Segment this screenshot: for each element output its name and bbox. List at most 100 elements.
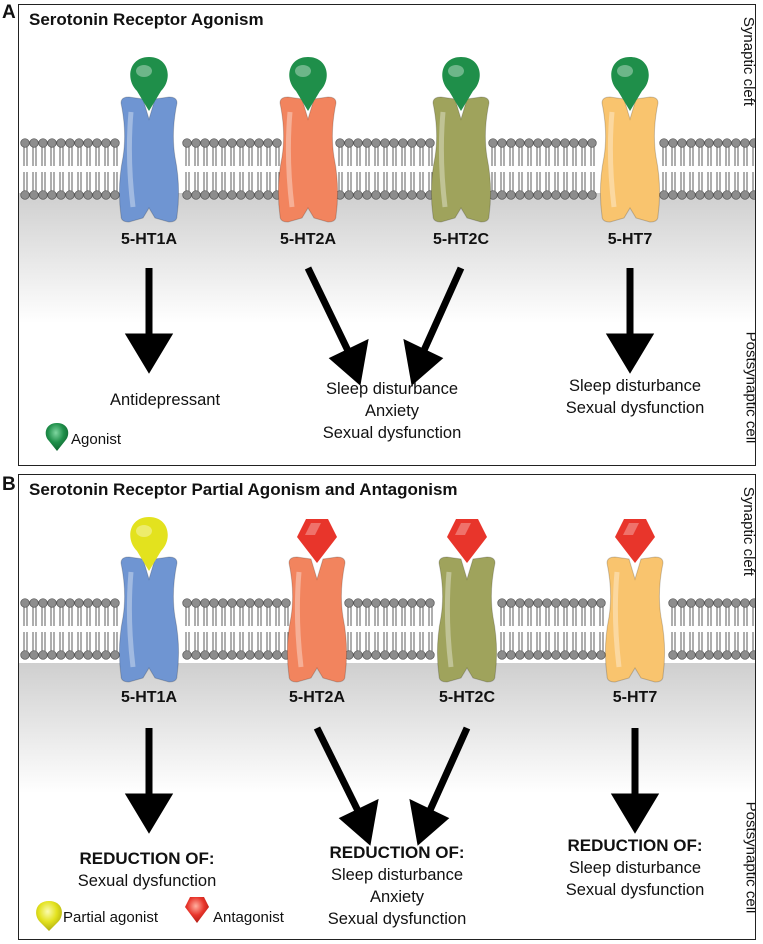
lipid-head [488,138,498,148]
lipid-head [578,650,588,660]
lipid-head [182,190,192,200]
lipid-head [389,598,399,608]
lipid-head [551,190,561,200]
lipid-head [335,138,345,148]
lipid-head [92,598,102,608]
lipid-head [245,598,255,608]
lipid-head [659,190,669,200]
lipid-head [263,598,273,608]
lipid-head [497,598,507,608]
lipid-head [74,650,84,660]
lipid-head [263,138,273,148]
lipid-head [272,650,282,660]
lipid-head [371,138,381,148]
lipid-head [686,138,696,148]
lipid-head [497,190,507,200]
lipid-head [569,190,579,200]
outcome-line: Anxiety [369,888,425,906]
lipid-head [506,190,516,200]
lipid-head [254,190,264,200]
lipid-head [371,650,381,660]
lipid-head [209,598,219,608]
lipid-head [236,650,246,660]
receptor-label-5ht1a: 5-HT1A [120,231,178,248]
lipid-head [524,138,534,148]
legend-partial-agonist-label: Partial agonist [63,909,159,926]
lipid-head [65,190,75,200]
lipid-head [83,598,93,608]
cytoplasm-shading [19,663,755,793]
legend-agonist-label: Agonist [71,431,122,448]
lipid-head [524,650,534,660]
lipid-head [200,190,210,200]
lipid-head [722,598,732,608]
lipid-head [209,650,219,660]
lipid-head [74,138,84,148]
lipid-head [47,598,57,608]
lipid-head [83,138,93,148]
lipid-head [398,598,408,608]
lipid-head [560,650,570,660]
lipid-head [524,190,534,200]
lipid-head [344,138,354,148]
lipid-head [551,650,561,660]
lipid-head [371,598,381,608]
agonist-ligand-icon [442,57,480,111]
lipid-head [551,138,561,148]
lipid-head [533,650,543,660]
lipid-head [218,598,228,608]
agonist-ligand-icon [289,57,327,111]
lipid-head [47,190,57,200]
lipid-head [353,138,363,148]
reduction-heading: REDUCTION OF: [567,836,703,855]
panel-a-title: Serotonin Receptor Agonism [29,10,264,29]
lipid-head [29,190,39,200]
lipid-head [227,598,237,608]
lipid-head [29,138,39,148]
lipid-head [695,190,705,200]
lipid-head [236,138,246,148]
synaptic-cleft-label: Synaptic cleft [739,486,756,577]
lipid-head [740,650,750,660]
lipid-head [506,598,516,608]
arrow-5ht2a [313,726,365,819]
lipid-head [245,138,255,148]
lipid-head [83,190,93,200]
lipid-head [533,138,543,148]
outcome-line: Sexual dysfunction [327,910,467,928]
lipid-head [92,190,102,200]
receptor-5ht7 [604,556,666,683]
arrowhead-5ht7 [605,333,655,374]
lipid-head [38,650,48,660]
lipid-head [92,650,102,660]
receptor-5ht7 [599,96,661,223]
lipid-head [569,138,579,148]
lipid-head [524,598,534,608]
outcome-line: Sexual dysfunction [322,424,462,442]
lipid-head [749,650,755,660]
lipid-head [272,138,282,148]
lipid-head [686,190,696,200]
lipid-head [695,650,705,660]
lipid-head [515,650,525,660]
outcome-5ht2: Sleep disturbance Anxiety Sexual dysfunc… [323,378,462,444]
receptor-highlight [126,111,136,208]
lipid-head [281,598,291,608]
partial-agonist-ligand-icon [130,517,168,571]
lipid-head [551,598,561,608]
lipid-head [65,138,75,148]
lipid-head [578,190,588,200]
outcome-line: Sleep disturbance [325,380,459,398]
lipid-head [38,598,48,608]
lipid-head [389,190,399,200]
arrow-5ht2c [417,266,465,359]
lipid-head [56,190,66,200]
lipid-head [407,650,417,660]
lipid-head [191,138,201,148]
lipid-head [416,650,426,660]
lipid-head [497,650,507,660]
lipid-head [191,598,201,608]
receptor-5ht2a [277,96,339,223]
lipid-head [353,190,363,200]
lipid-head [704,138,714,148]
